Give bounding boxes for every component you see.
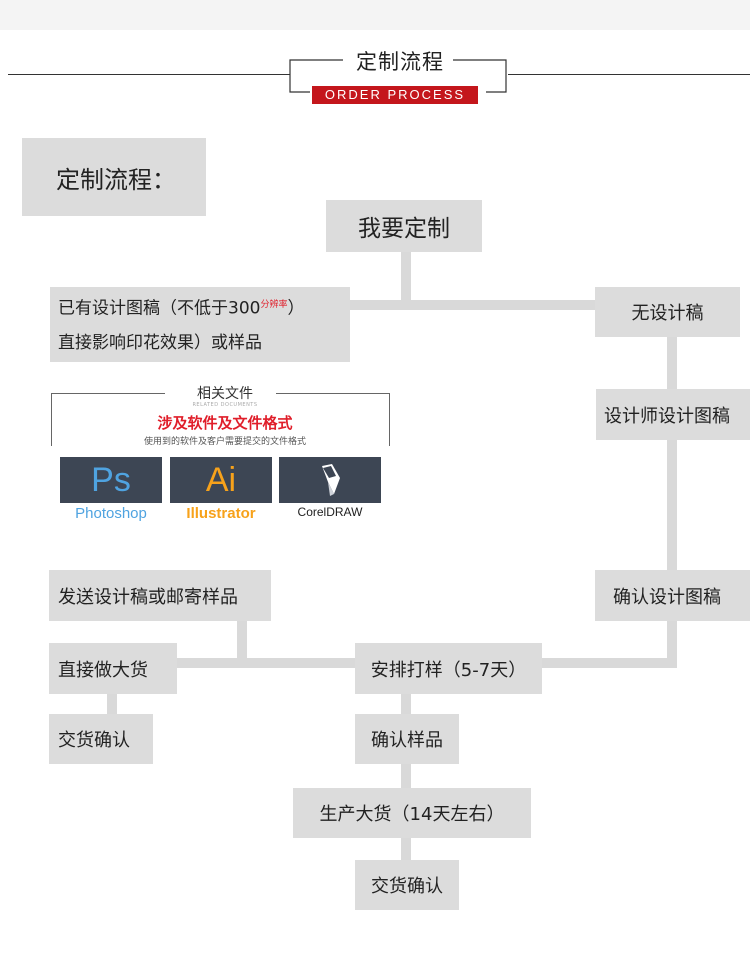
connector-right-vertical	[667, 337, 677, 667]
photoshop-icon: Ps	[60, 457, 162, 503]
related-files-heading: 相关文件	[197, 386, 253, 402]
step-has-design: 已有设计图稿（不低于300分辨率） 直接影响印花效果）或样品	[50, 287, 350, 362]
step-confirm-sample: 确认样品	[355, 714, 459, 764]
step-deliver-left: 交货确认	[49, 714, 153, 764]
related-rule-right	[276, 393, 390, 394]
step-deliver-center: 交货确认	[355, 860, 459, 910]
related-files-subheading: RELATED DOCUMENTS	[192, 402, 258, 408]
photoshop-label: Photoshop	[75, 505, 147, 522]
header-rule-left	[8, 74, 290, 75]
step-direct-bulk: 直接做大货	[49, 643, 177, 694]
related-bracket-left	[51, 393, 52, 446]
step-production: 生产大货（14天左右）	[293, 788, 531, 838]
coreldraw-label: CorelDRAW	[297, 505, 363, 519]
has-design-line1: 已有设计图稿（不低于300分辨率）	[58, 298, 305, 319]
software-format-note: 使用到的软件及客户需要提交的文件格式	[143, 437, 306, 447]
connector-center-down	[401, 694, 411, 860]
header-rule-right	[508, 74, 750, 75]
connector-left-down	[107, 694, 117, 714]
connector-start-down	[401, 250, 411, 306]
step-start: 我要定制	[326, 200, 482, 252]
software-format-title: 涉及软件及文件格式	[157, 414, 293, 432]
step-send-design: 发送设计稿或邮寄样品	[49, 570, 271, 621]
step-arrange-sample: 安排打样（5-7天）	[355, 643, 542, 694]
step-no-design: 无设计稿	[595, 287, 740, 337]
illustrator-icon: Ai	[170, 457, 272, 503]
page-title: 定制流程	[356, 50, 444, 74]
connector-top-horizontal	[345, 300, 597, 310]
step-confirm-design: 确认设计图稿	[595, 570, 750, 621]
related-rule-left	[51, 393, 165, 394]
coreldraw-pen-glyph	[322, 464, 340, 496]
related-bracket-right	[389, 393, 390, 446]
section-label: 定制流程：	[22, 138, 206, 216]
top-band	[0, 0, 750, 30]
page-subtitle-badge: ORDER PROCESS	[312, 86, 478, 104]
coreldraw-icon	[279, 457, 381, 503]
step-designer: 设计师设计图稿	[596, 389, 750, 440]
connector-send-down	[237, 620, 247, 662]
illustrator-label: Illustrator	[186, 505, 256, 522]
resolution-note: 分辨率	[260, 299, 288, 310]
header-frame	[289, 59, 507, 93]
has-design-line2: 直接影响印花效果）或样品	[58, 333, 262, 354]
